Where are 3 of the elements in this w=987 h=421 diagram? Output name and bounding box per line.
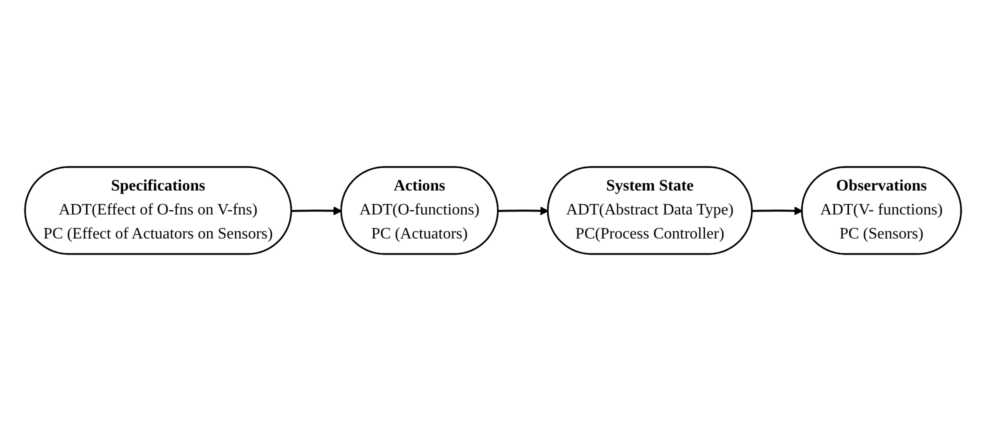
arrow [752, 206, 804, 216]
arrow [292, 206, 342, 216]
arrow [498, 206, 550, 216]
